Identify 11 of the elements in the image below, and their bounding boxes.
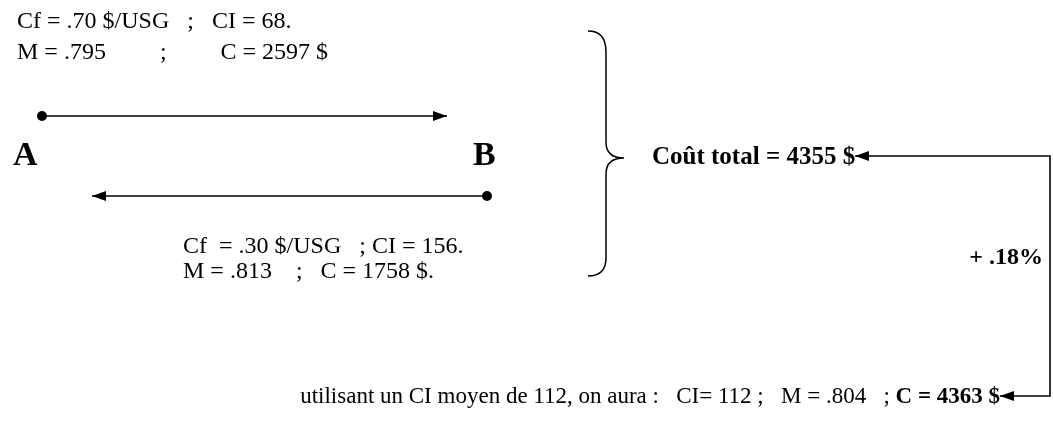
point-label: A — [13, 136, 38, 172]
equation-text: Cf = .70 $/USG ; CI = 68. — [17, 6, 292, 34]
equation-text: M = .813 ; C = 1758 $. — [183, 257, 435, 284]
equation-text: M = .795 ; C = 2597 $ — [17, 37, 329, 65]
equation-text: Cf = .30 $/USG ; CI = 156. — [183, 231, 464, 259]
result-text: utilisant un CI moyen de 112, on aura : CI= 112 ; M = .804 ; C = 4363 $ — [300, 381, 1000, 410]
arrow — [46, 111, 448, 121]
arrow — [854, 151, 1051, 401]
total-cost-text: Coût total = 4355 $ — [652, 141, 856, 172]
point-label: B — [473, 136, 496, 172]
arrow — [91, 191, 483, 201]
